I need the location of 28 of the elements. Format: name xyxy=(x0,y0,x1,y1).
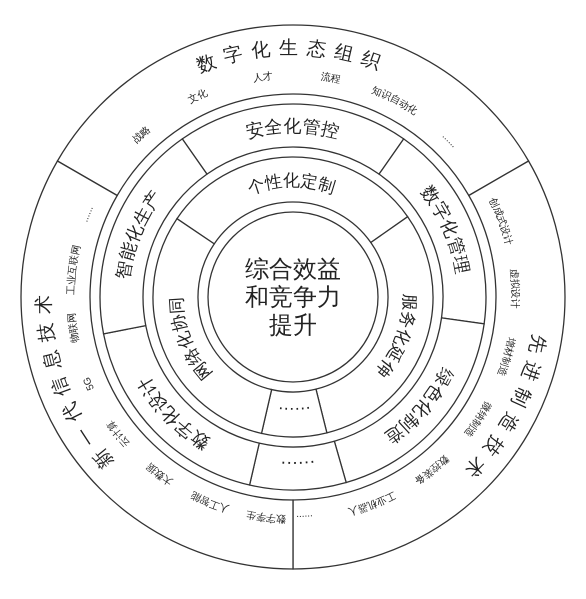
item-label: 5G xyxy=(81,375,96,392)
item-label: 文化 xyxy=(186,87,210,106)
item-label: ...... xyxy=(79,204,96,224)
segment-label: 智能化生产 xyxy=(112,186,166,280)
segment-label: ...... xyxy=(278,456,317,478)
item-label: ...... xyxy=(296,512,314,524)
ring-segment xyxy=(260,388,328,438)
item-label: 战略 xyxy=(130,124,153,146)
item-label: 虚拟设计 xyxy=(508,268,521,309)
item-label: 工业互联网 xyxy=(65,244,82,296)
item-label: 增材制造 xyxy=(495,336,517,378)
item-label: ...... xyxy=(440,130,460,150)
item-label: 物联网 xyxy=(66,312,82,344)
segment-label: 个性化定制 xyxy=(245,170,339,198)
item-label: 大数据 xyxy=(144,460,175,488)
item-label: 数控装备 xyxy=(412,453,450,487)
segment-label: 安全化管控 xyxy=(244,116,342,142)
segment-label: ...... xyxy=(276,403,312,424)
item-label: 工业机器人 xyxy=(346,489,398,518)
ring-segment xyxy=(248,440,347,491)
item-label: 数字孪生 xyxy=(245,508,286,524)
center-text: 综合效益和竞争力提升 xyxy=(245,256,341,339)
item-label: 流程 xyxy=(320,71,342,86)
item-label: 知识自动化 xyxy=(370,84,420,118)
segment-label: 数字化管理 xyxy=(417,182,473,276)
item-label: 人工智能 xyxy=(189,490,230,515)
ring-segment xyxy=(176,156,408,245)
item-label: 创成式设计 xyxy=(486,196,514,246)
